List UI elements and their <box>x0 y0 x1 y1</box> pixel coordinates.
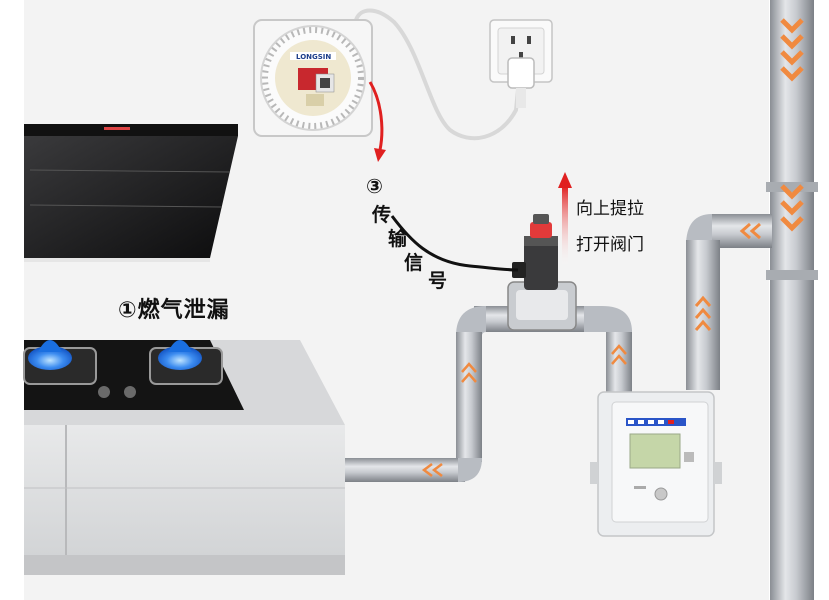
brand-text: LONGSIN <box>296 53 331 61</box>
gas-leak-label: ①燃气泄漏 <box>118 298 230 323</box>
red-signal-arrow <box>368 81 386 162</box>
gas-meter-icon <box>590 391 722 537</box>
transmit-signal-char: 输 <box>388 228 408 250</box>
open-valve-label: 打开阀门 <box>576 235 644 255</box>
transmit-step-marker: ③ <box>366 174 383 198</box>
transmit-signal-char: 信 <box>404 252 424 274</box>
riser-pipe-icon <box>766 0 818 600</box>
range-hood-icon <box>24 124 238 262</box>
transmit-signal-char: 传 <box>372 204 392 226</box>
pull-up-arrow <box>558 172 572 268</box>
gas-pipe-branch <box>686 214 772 390</box>
pull-up-label: 向上提拉 <box>576 199 644 219</box>
signal-cable <box>390 215 519 272</box>
gas-alarm-detector-icon: LONGSIN <box>253 19 373 137</box>
gas-valve-icon <box>507 214 577 331</box>
wall-socket-icon <box>489 19 553 108</box>
gas-stove-icon <box>23 340 244 410</box>
power-cord <box>354 8 520 141</box>
transmit-signal-char: 号 <box>428 270 448 292</box>
